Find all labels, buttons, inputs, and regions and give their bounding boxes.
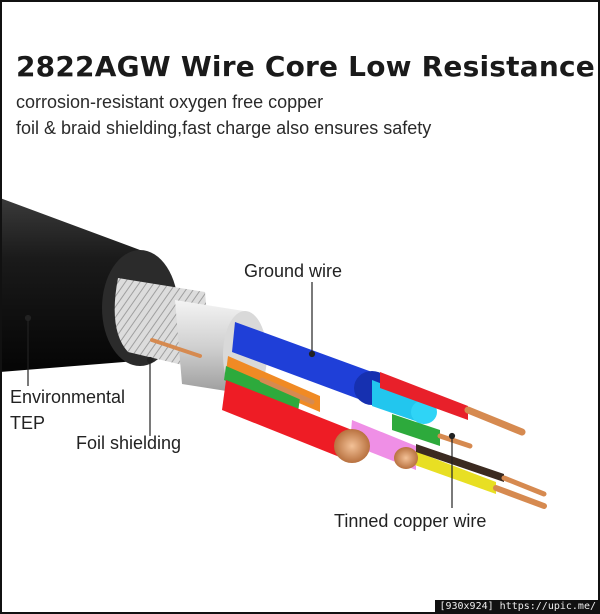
tinned-copper-wire-label: Tinned copper wire — [334, 511, 487, 531]
headline: 2822AGW Wire Core Low Resistance — [16, 50, 595, 83]
copper-strands — [150, 338, 547, 509]
tep-label: TEP — [10, 413, 46, 433]
foil-shielding-label: Foil shielding — [76, 433, 182, 453]
environmental-label: Environmental — [10, 387, 126, 407]
wire-cores — [222, 322, 504, 494]
subtitle-line-2: foil & braid shielding,fast charge also … — [16, 118, 432, 138]
watermark: [930x924] https://upic.me/ — [435, 600, 600, 614]
leader-lines — [24, 282, 456, 508]
subtitle-line-1: corrosion-resistant oxygen free copper — [16, 92, 324, 112]
ground-wire-label: Ground wire — [244, 261, 343, 281]
